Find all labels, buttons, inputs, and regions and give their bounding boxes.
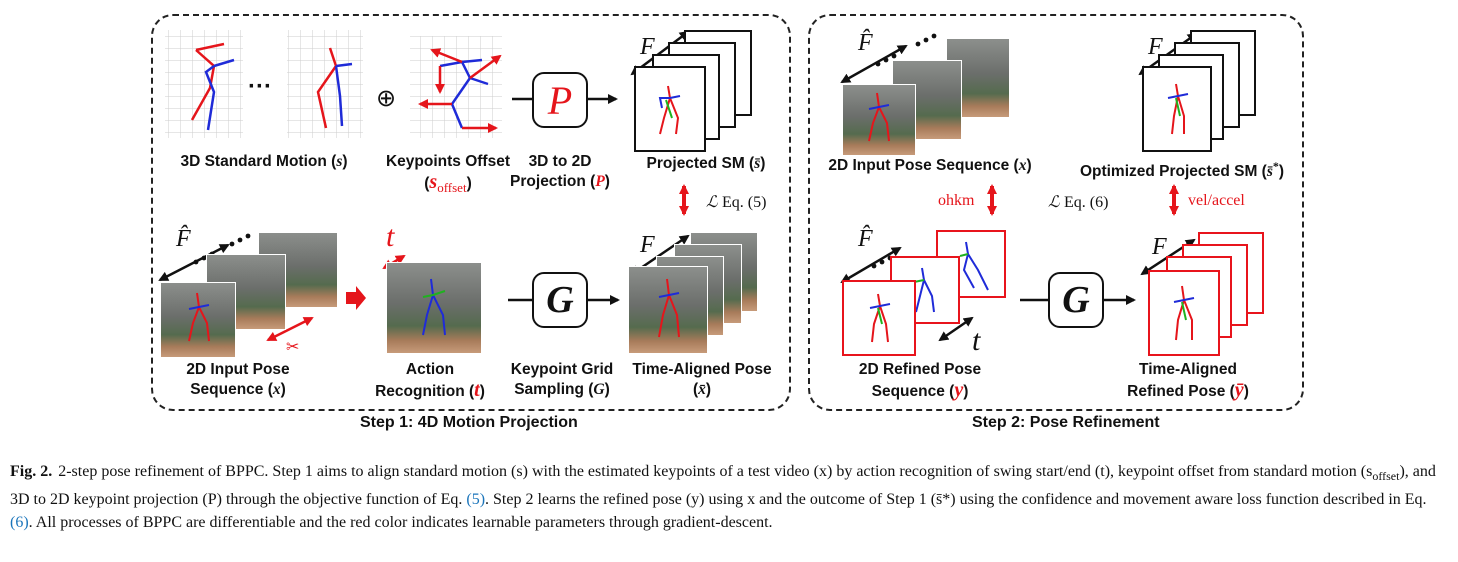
ohkm-label: ohkm <box>938 192 975 209</box>
t-symbol-1: t <box>386 220 395 253</box>
refined-pose-label: 2D Refined Pose Sequence (y) <box>858 361 982 401</box>
figure-caption: Fig. 2. 2-step pose refinement of BPPC. S… <box>10 460 1448 534</box>
block-arrow <box>346 286 366 310</box>
step2-panel <box>808 14 1304 411</box>
projected-skeleton-icon <box>658 85 681 135</box>
s2-g-box: G <box>1048 272 1104 328</box>
grid-sampling-label: Keypoint Grid Sampling (G) <box>510 361 614 398</box>
s2-t-symbol: t <box>972 324 981 357</box>
action-skeleton-icon <box>422 278 446 336</box>
trim-arrow <box>266 316 314 342</box>
input-pose-label: 2D Input Pose Sequence (x) <box>186 361 290 398</box>
ellipsis-1: ··· <box>248 73 272 100</box>
aligned-photo-1 <box>628 266 708 354</box>
action-recognition-label: Action Recognition (t) <box>375 361 485 401</box>
refined-skeleton-icon-3 <box>959 241 989 291</box>
caption-fig-label: Fig. 2. <box>10 463 53 480</box>
scissors-icon: ✂ <box>286 337 299 356</box>
s2-input-skeleton-icon <box>868 92 890 142</box>
diagram-svg: ··· ⊕ ✂ <box>158 30 1198 356</box>
step2-title: Step 2: Pose Refinement <box>972 414 1160 431</box>
loss6-symbol: ℒ <box>1048 194 1060 211</box>
standard-motion-plot-1 <box>165 30 243 138</box>
step1-panel <box>151 14 791 411</box>
optimized-sm-label: Optimized Projected SM (s̄*) <box>1079 159 1285 181</box>
optimized-frame-1 <box>1142 66 1212 152</box>
caption-ref-eq6[interactable]: (6) <box>10 514 29 532</box>
optimized-skeleton-icon <box>1167 83 1189 135</box>
s2-frame-symbol-hat-1: F̂ <box>858 30 873 56</box>
vel-accel-label: vel/accel <box>1188 192 1245 209</box>
oplus-icon: ⊕ <box>376 84 396 112</box>
caption-text-d: . All processes of BPPC are differentiab… <box>28 514 773 532</box>
s2-g-symbol: G <box>1062 279 1090 321</box>
frame-count-arrow-6 <box>840 246 902 284</box>
time-aligned-pose-label: Time-Aligned Pose (x̄) <box>632 361 772 398</box>
keypoints-offset-label: Keypoints Offset (soffset) <box>385 153 510 196</box>
projection-label: 3D to 2D Projection (P) <box>510 153 610 190</box>
loss6-eq: Eq. (6) <box>1063 194 1109 211</box>
refined-skeleton-icon-1 <box>869 293 891 343</box>
caption-text-b: ), and 3D to 2D keypoint projection (P) … <box>10 463 1436 509</box>
s2-input-photo-1 <box>842 84 916 156</box>
step1-title: Step 1: 4D Motion Projection <box>360 414 578 431</box>
projected-sm-label: Projected SM (s̄) <box>646 155 766 172</box>
s2-frame-symbol-1: F <box>1148 34 1163 60</box>
action-photo <box>386 262 482 354</box>
frame-symbol-1: F <box>640 34 655 60</box>
s2-input-pose-label: 2D Input Pose Sequence (x) <box>828 157 1032 174</box>
frame-symbol-hat-1: F̂ <box>176 226 191 252</box>
s2-frame-symbol-hat-2: F̂ <box>858 226 873 252</box>
aligned-refined-label: Time-Aligned Refined Pose (ȳ) <box>1127 361 1249 401</box>
loss5-symbol: ℒ <box>706 194 718 211</box>
aligned-refined-skeleton-icon <box>1173 285 1195 341</box>
caption-text-a: 2-step pose refinement of BPPC. Step 1 a… <box>58 463 1373 480</box>
projection-p-symbol: P <box>547 77 573 123</box>
frame-symbol-2: F <box>640 232 655 258</box>
caption-text-c: . Step 2 learns the refined pose (y) usi… <box>485 491 1427 509</box>
grid-sampling-g-symbol: G <box>546 279 574 321</box>
s2-frame-symbol-2: F <box>1152 234 1167 260</box>
keypoints-offset-plot <box>410 36 502 138</box>
t-arrow-2 <box>938 316 974 342</box>
loss6-label: ℒ Eq. (6) <box>1048 192 1108 212</box>
caption-text-a-sub: offset <box>1372 469 1400 484</box>
standard-motion-label: 3D Standard Motion (s) <box>180 153 348 170</box>
grid-sampling-g-box: G <box>532 272 588 328</box>
input-skeleton-icon <box>188 292 210 342</box>
caption-ref-eq5[interactable]: (5) <box>466 491 486 509</box>
aligned-refined-frame-1 <box>1148 270 1220 356</box>
aligned-skeleton-icon <box>658 278 680 338</box>
standard-motion-plot-2 <box>287 30 363 138</box>
projected-frame-1 <box>634 66 706 152</box>
loss5-label: ℒ Eq. (5) <box>706 192 766 212</box>
loss5-eq: Eq. (5) <box>721 194 767 211</box>
projection-p-box: P <box>532 72 588 128</box>
frame-count-arrow-4 <box>840 44 908 84</box>
input-photo-1 <box>160 282 236 358</box>
refined-frame-1 <box>842 280 916 356</box>
